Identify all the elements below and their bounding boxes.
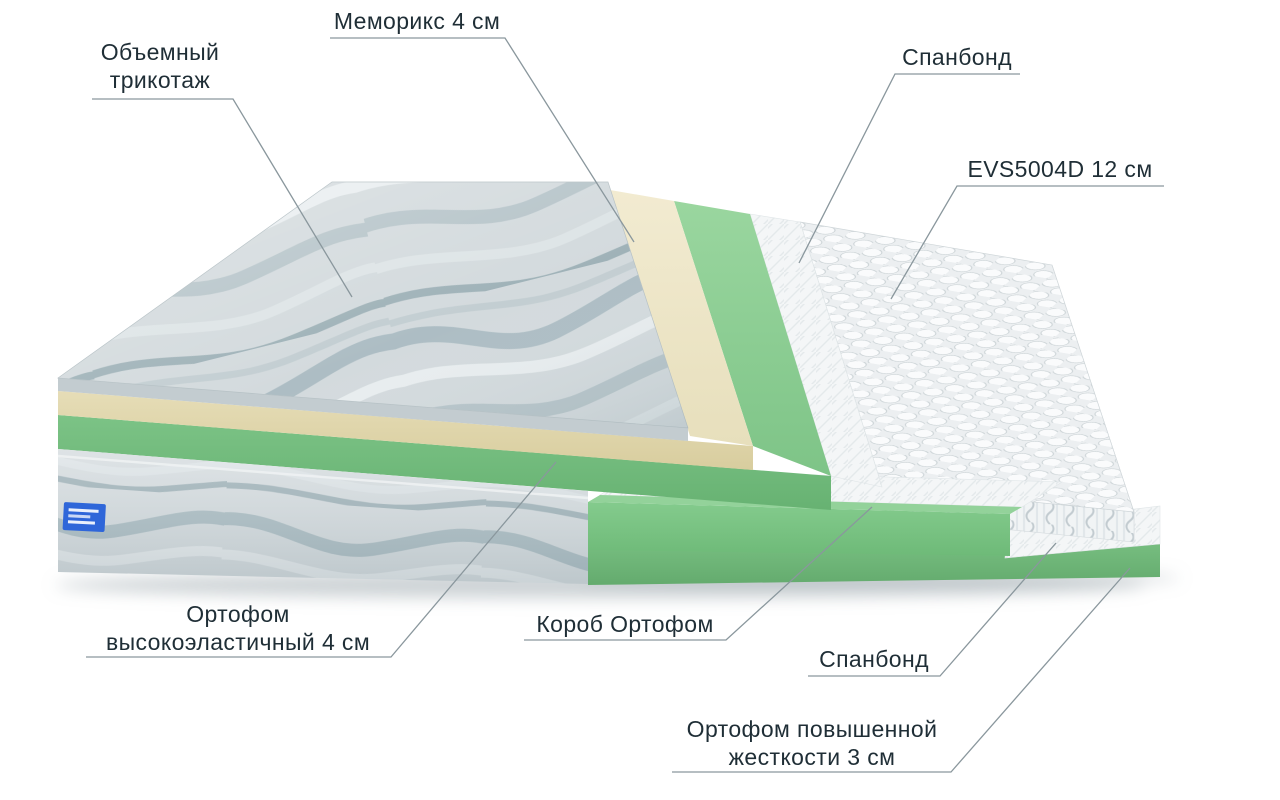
label-springs: EVS5004D 12 см <box>967 156 1152 182</box>
knit-front-edge <box>58 378 688 441</box>
green-foam-top-band <box>674 201 831 476</box>
spunbond-top-layer <box>749 213 883 488</box>
leader-springs <box>890 185 1164 300</box>
memorix-top-band <box>610 190 753 446</box>
label-memorix: Меморикс 4 см <box>334 8 500 34</box>
side-cover-piping <box>57 454 589 500</box>
label-orto-elastic-line1: Ортофом <box>186 601 290 627</box>
label-orto-hard-line1: Ортофом повышенной <box>687 716 938 742</box>
leader-orto-hard <box>672 567 1131 773</box>
callout-labels: Объемный трикотаж Меморикс 4 см Спанбонд… <box>101 8 1152 770</box>
memorix-front-face <box>58 391 753 470</box>
green-foam-front-face <box>58 415 831 510</box>
label-knit-line1: Объемный <box>101 39 220 65</box>
label-spunbond-top: Спанбонд <box>902 44 1012 70</box>
label-knit-line2: трикотаж <box>110 67 211 93</box>
label-korob: Короб Ортофом <box>536 611 713 637</box>
leader-knit <box>92 98 353 298</box>
leader-spunbond-bottom <box>808 542 1057 677</box>
foam-box-front-face <box>588 502 1010 556</box>
leader-memorix <box>330 37 635 243</box>
label-orto-hard-line2: жесткости 3 см <box>729 744 896 770</box>
side-cover <box>57 449 589 584</box>
side-cover-shading <box>58 449 588 584</box>
brand-tag <box>62 502 106 533</box>
label-spunbond-bottom: Спанбонд <box>819 646 929 672</box>
leader-orto-elastic <box>86 461 557 658</box>
leader-korob <box>524 506 873 641</box>
label-orto-elastic-line2: высокоэластичный 4 см <box>106 629 370 655</box>
leader-spunbond-top <box>798 73 1020 264</box>
knit-top-shading <box>58 182 688 428</box>
